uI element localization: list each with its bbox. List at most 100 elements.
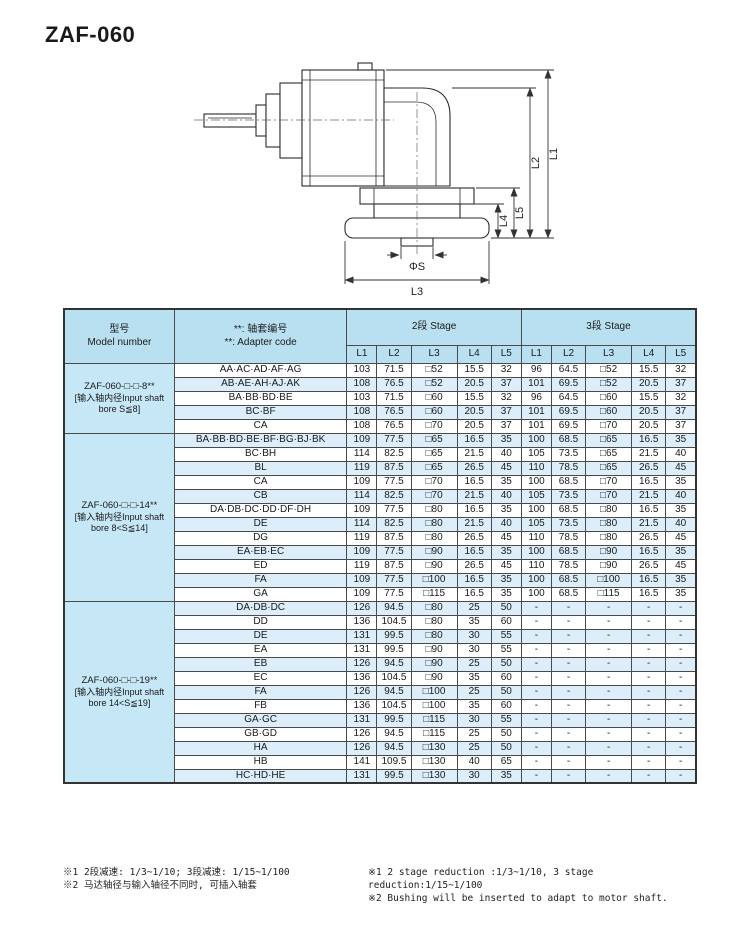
dim-value-cell: 108 [346, 404, 378, 420]
dim-value-cell: 30 [456, 628, 492, 644]
dim-value-cell: - [520, 628, 552, 644]
dim-value-cell: 35 [456, 698, 492, 714]
adapter-code-cell: DE [173, 628, 348, 644]
dim-value-cell: 87.5 [376, 530, 412, 546]
col-header-s2-l5: L5 [490, 344, 522, 364]
dim-value-cell: 37 [490, 376, 522, 392]
dim-value-cell: 94.5 [376, 656, 412, 672]
dim-value-cell: 99.5 [376, 768, 412, 784]
dim-value-cell: - [585, 768, 633, 784]
dim-value-cell: 35 [456, 670, 492, 686]
dim-value-cell: □90 [410, 544, 458, 560]
dim-value-cell: 35 [665, 432, 697, 448]
dim-value-cell: 110 [520, 558, 552, 574]
adapter-code-cell: BC·BH [173, 446, 348, 462]
footnote-en-2: ※2 Bushing will be inserted to adapt to … [368, 893, 668, 904]
dim-value-cell: - [631, 670, 667, 686]
dim-value-cell: 104.5 [376, 614, 412, 630]
dim-value-cell: - [665, 726, 697, 742]
gearbox-drawing: L1 L2 L5 L4 ΦS L3 [194, 62, 560, 298]
dim-value-cell: 99.5 [376, 628, 412, 644]
dim-value-cell: 55 [490, 712, 522, 728]
dim-value-cell: 15.5 [631, 362, 667, 378]
dim-value-cell: 20.5 [631, 376, 667, 392]
dim-value-cell: 78.5 [550, 530, 587, 546]
dim-value-cell: □60 [585, 390, 633, 406]
dim-value-cell: 109 [346, 432, 378, 448]
footnote-en-1: ※1 2 stage reduction :1/3~1/10, 3 stage … [368, 867, 594, 891]
col-header-s2-l2: L2 [376, 344, 412, 364]
dim-value-cell: - [550, 684, 587, 700]
dim-value-cell: - [520, 684, 552, 700]
dim-value-cell: □52 [585, 376, 633, 392]
dim-value-cell: - [631, 754, 667, 770]
dim-value-cell: 101 [520, 404, 552, 420]
dim-value-cell: - [631, 726, 667, 742]
col-header-stage3: 3段 Stage [520, 308, 697, 346]
dim-value-cell: 109.5 [376, 754, 412, 770]
dim-value-cell: 35 [490, 572, 522, 588]
dim-value-cell: 35 [665, 572, 697, 588]
dim-value-cell: 35 [490, 544, 522, 560]
dim-value-cell: - [665, 642, 697, 658]
dim-value-cell: 25 [456, 726, 492, 742]
dim-value-cell: 114 [346, 516, 378, 532]
dim-value-cell: - [631, 614, 667, 630]
dim-value-cell: - [550, 656, 587, 672]
dim-value-cell: □65 [585, 460, 633, 476]
dim-value-cell: - [550, 698, 587, 714]
dim-value-cell: 35 [665, 502, 697, 518]
dim-value-cell: □130 [410, 754, 458, 770]
dim-value-cell: - [631, 698, 667, 714]
dim-value-cell: □70 [410, 418, 458, 434]
dim-value-cell: 50 [490, 684, 522, 700]
dim-value-cell: - [520, 768, 552, 784]
dim-value-cell: 68.5 [550, 586, 587, 602]
adapter-code-cell: BL [173, 460, 348, 476]
adapter-code-cell: FA [173, 572, 348, 588]
adapter-code-cell: BA·BB·BD·BE [173, 390, 348, 406]
adapter-code-cell: AB·AE·AH·AJ·AK [173, 376, 348, 392]
dim-value-cell: 32 [665, 390, 697, 406]
dim-value-cell: 108 [346, 418, 378, 434]
dim-label-l1: L1 [548, 148, 560, 160]
dim-value-cell: 76.5 [376, 404, 412, 420]
dim-value-cell: - [550, 670, 587, 686]
model-note: [输入轴内径Input shaft bore S≦8] [74, 393, 165, 414]
dim-value-cell: - [585, 628, 633, 644]
gearbox-outline [194, 62, 490, 256]
adapter-code-cell: CA [173, 418, 348, 434]
dim-value-cell: □115 [410, 586, 458, 602]
dim-value-cell: □52 [585, 362, 633, 378]
adapter-code-cell: DE [173, 516, 348, 532]
dim-value-cell: 68.5 [550, 502, 587, 518]
dim-value-cell: 16.5 [631, 502, 667, 518]
dim-value-cell: □100 [410, 684, 458, 700]
table-row: ZAF-060-□-□-14**[输入轴内径Input shaft bore 8… [63, 432, 697, 602]
dim-value-cell: 16.5 [456, 586, 492, 602]
dim-value-cell: □100 [410, 698, 458, 714]
adapter-code-cell: AA·AC·AD·AF·AG [173, 362, 348, 378]
dim-value-cell: - [585, 712, 633, 728]
dim-value-cell: □52 [410, 376, 458, 392]
dim-value-cell: 50 [490, 656, 522, 672]
dim-value-cell: 71.5 [376, 362, 412, 378]
dim-value-cell: 68.5 [550, 432, 587, 448]
dim-value-cell: 103 [346, 362, 378, 378]
dim-value-cell: 69.5 [550, 418, 587, 434]
dimension-lines [344, 69, 554, 284]
dim-value-cell: 25 [456, 684, 492, 700]
dim-value-cell: □65 [585, 432, 633, 448]
dim-value-cell: - [550, 642, 587, 658]
adapter-code-cell: ED [173, 558, 348, 574]
dim-value-cell: 16.5 [631, 544, 667, 560]
dim-value-cell: 94.5 [376, 684, 412, 700]
dim-value-cell: 108 [346, 376, 378, 392]
dim-value-cell: 76.5 [376, 418, 412, 434]
